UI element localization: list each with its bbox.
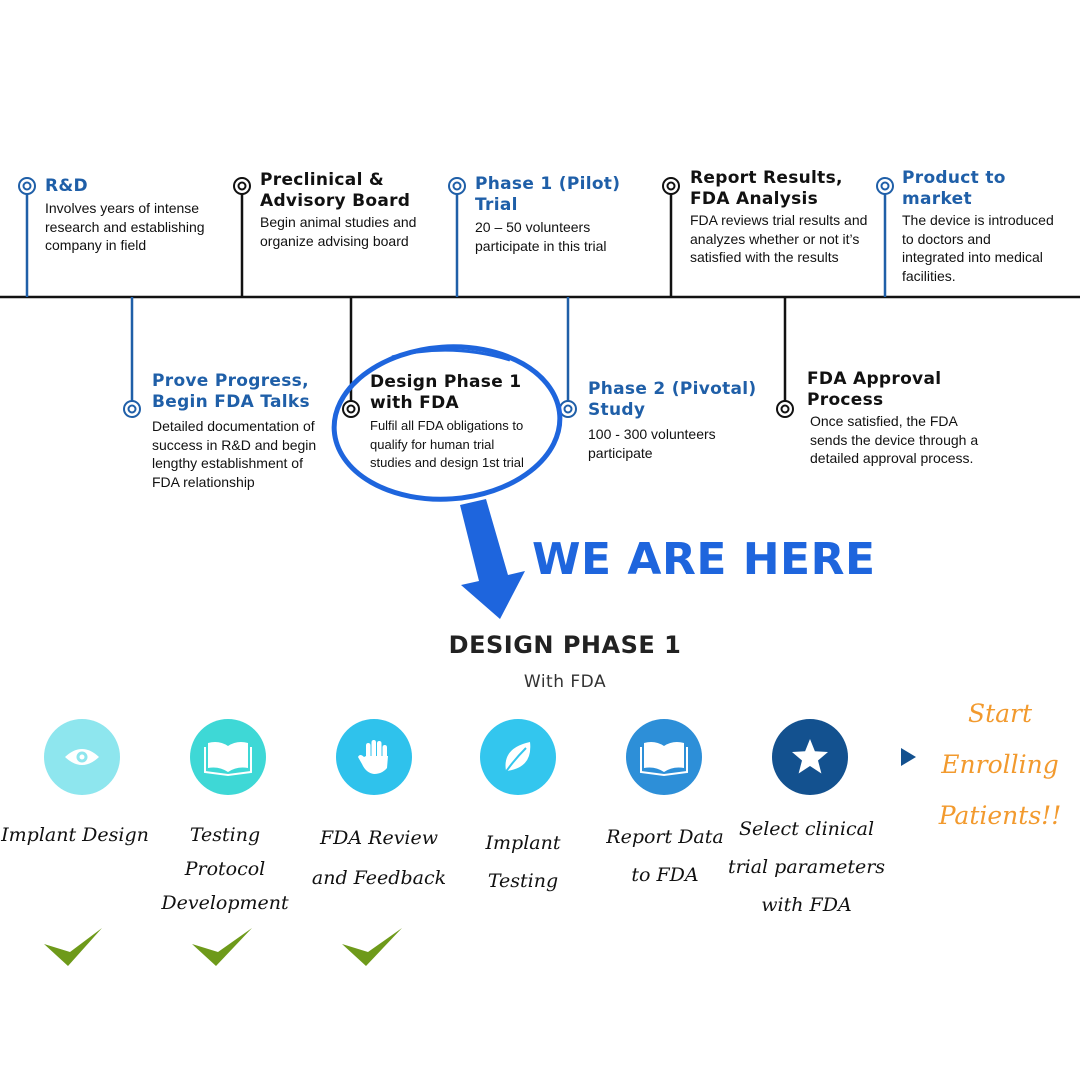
milestone-desc: Once satisfied, the FDA sends the device…: [810, 413, 979, 466]
marker-approval: [776, 400, 794, 418]
marker-market: [876, 177, 894, 195]
hand-icon: [358, 740, 388, 774]
book-icon: [204, 742, 252, 777]
milestone-desc: FDA reviews trial results and analyzes w…: [690, 212, 868, 265]
leaf-icon: [504, 742, 531, 774]
milestone-desc: Involves years of intense research and e…: [45, 200, 205, 253]
marker-rd: [18, 177, 36, 195]
timeline-graphic: [0, 177, 1080, 502]
marker-design: [342, 400, 360, 418]
step-label-implant-design: Implant Design: [1, 824, 149, 846]
step-label-fda-review: FDA Review and Feedback: [311, 827, 447, 889]
marker-report: [662, 177, 680, 195]
milestone-report: Report Results, FDA Analysis FDA reviews…: [690, 168, 890, 267]
milestone-approval: FDA Approval Process Once satisfied, the…: [807, 369, 1007, 468]
milestone-title: Design Phase 1 with FDA: [370, 372, 522, 413]
milestone-title: Prove Progress, Begin FDA Talks: [152, 371, 310, 412]
check-icon: [44, 928, 102, 966]
marker-phase1: [448, 177, 466, 195]
design-phase-subtitle: With FDA: [523, 672, 607, 692]
milestone-desc: 100 - 300 volunteers participate: [588, 426, 716, 461]
step-label-select-parameters: Select clinical trial parameters with FD…: [727, 818, 886, 916]
milestone-phase1: Phase 1 (Pilot) Trial 20 – 50 volunteers…: [475, 174, 665, 255]
milestone-desc: The device is introduced to doctors and …: [902, 212, 1054, 284]
marker-phase2: [559, 400, 577, 418]
eye-icon: [65, 749, 99, 765]
arrow-right-icon: [901, 748, 916, 766]
milestone-title: Report Results, FDA Analysis: [690, 168, 843, 209]
check-icon: [192, 928, 252, 966]
milestone-prove: Prove Progress, Begin FDA Talks Detailed…: [152, 371, 352, 491]
step-label-report-data: Report Data to FDA: [606, 826, 724, 886]
milestone-desc: Begin animal studies and organize advisi…: [260, 214, 417, 249]
star-icon: [792, 739, 828, 774]
milestone-desc: Fulfil all FDA obligations to qualify fo…: [370, 418, 524, 470]
milestone-title: Preclinical & Advisory Board: [260, 170, 411, 211]
milestone-title: R&D: [45, 176, 88, 196]
milestone-title: Phase 1 (Pilot) Trial: [475, 174, 621, 215]
design-phase-title: DESIGN PHASE 1: [448, 631, 682, 659]
check-icon: [342, 928, 402, 966]
milestone-title: FDA Approval Process: [807, 369, 942, 410]
milestone-preclinical: Preclinical & Advisory Board Begin anima…: [260, 170, 460, 250]
milestone-desc: Detailed documentation of success in R&D…: [152, 418, 317, 490]
step-label-testing-protocol: Testing Protocol Development: [161, 824, 289, 914]
milestone-title: Product to market: [902, 168, 1006, 209]
process-steps-graphic: [44, 719, 916, 966]
milestone-desc: 20 – 50 volunteers participate in this t…: [475, 219, 607, 254]
start-enrolling-label: Start Enrolling Patients!!: [938, 699, 1062, 830]
down-arrow-icon: [460, 499, 525, 619]
highlight-circle: [331, 344, 563, 502]
milestone-phase2: Phase 2 (Pivotal) Study 100 - 300 volunt…: [588, 379, 768, 462]
book-icon: [640, 742, 688, 777]
milestone-rd: R&D Involves years of intense research a…: [45, 176, 245, 255]
step-label-implant-testing: Implant Testing: [485, 832, 561, 892]
milestone-title: Phase 2 (Pivotal) Study: [588, 379, 757, 420]
we-are-here-callout: WE ARE HERE: [532, 534, 876, 585]
milestone-market: Product to market The device is introduc…: [902, 168, 1077, 285]
marker-preclinical: [233, 177, 251, 195]
marker-prove: [123, 400, 141, 418]
milestone-design: Design Phase 1 with FDA Fulfil all FDA o…: [370, 372, 560, 473]
